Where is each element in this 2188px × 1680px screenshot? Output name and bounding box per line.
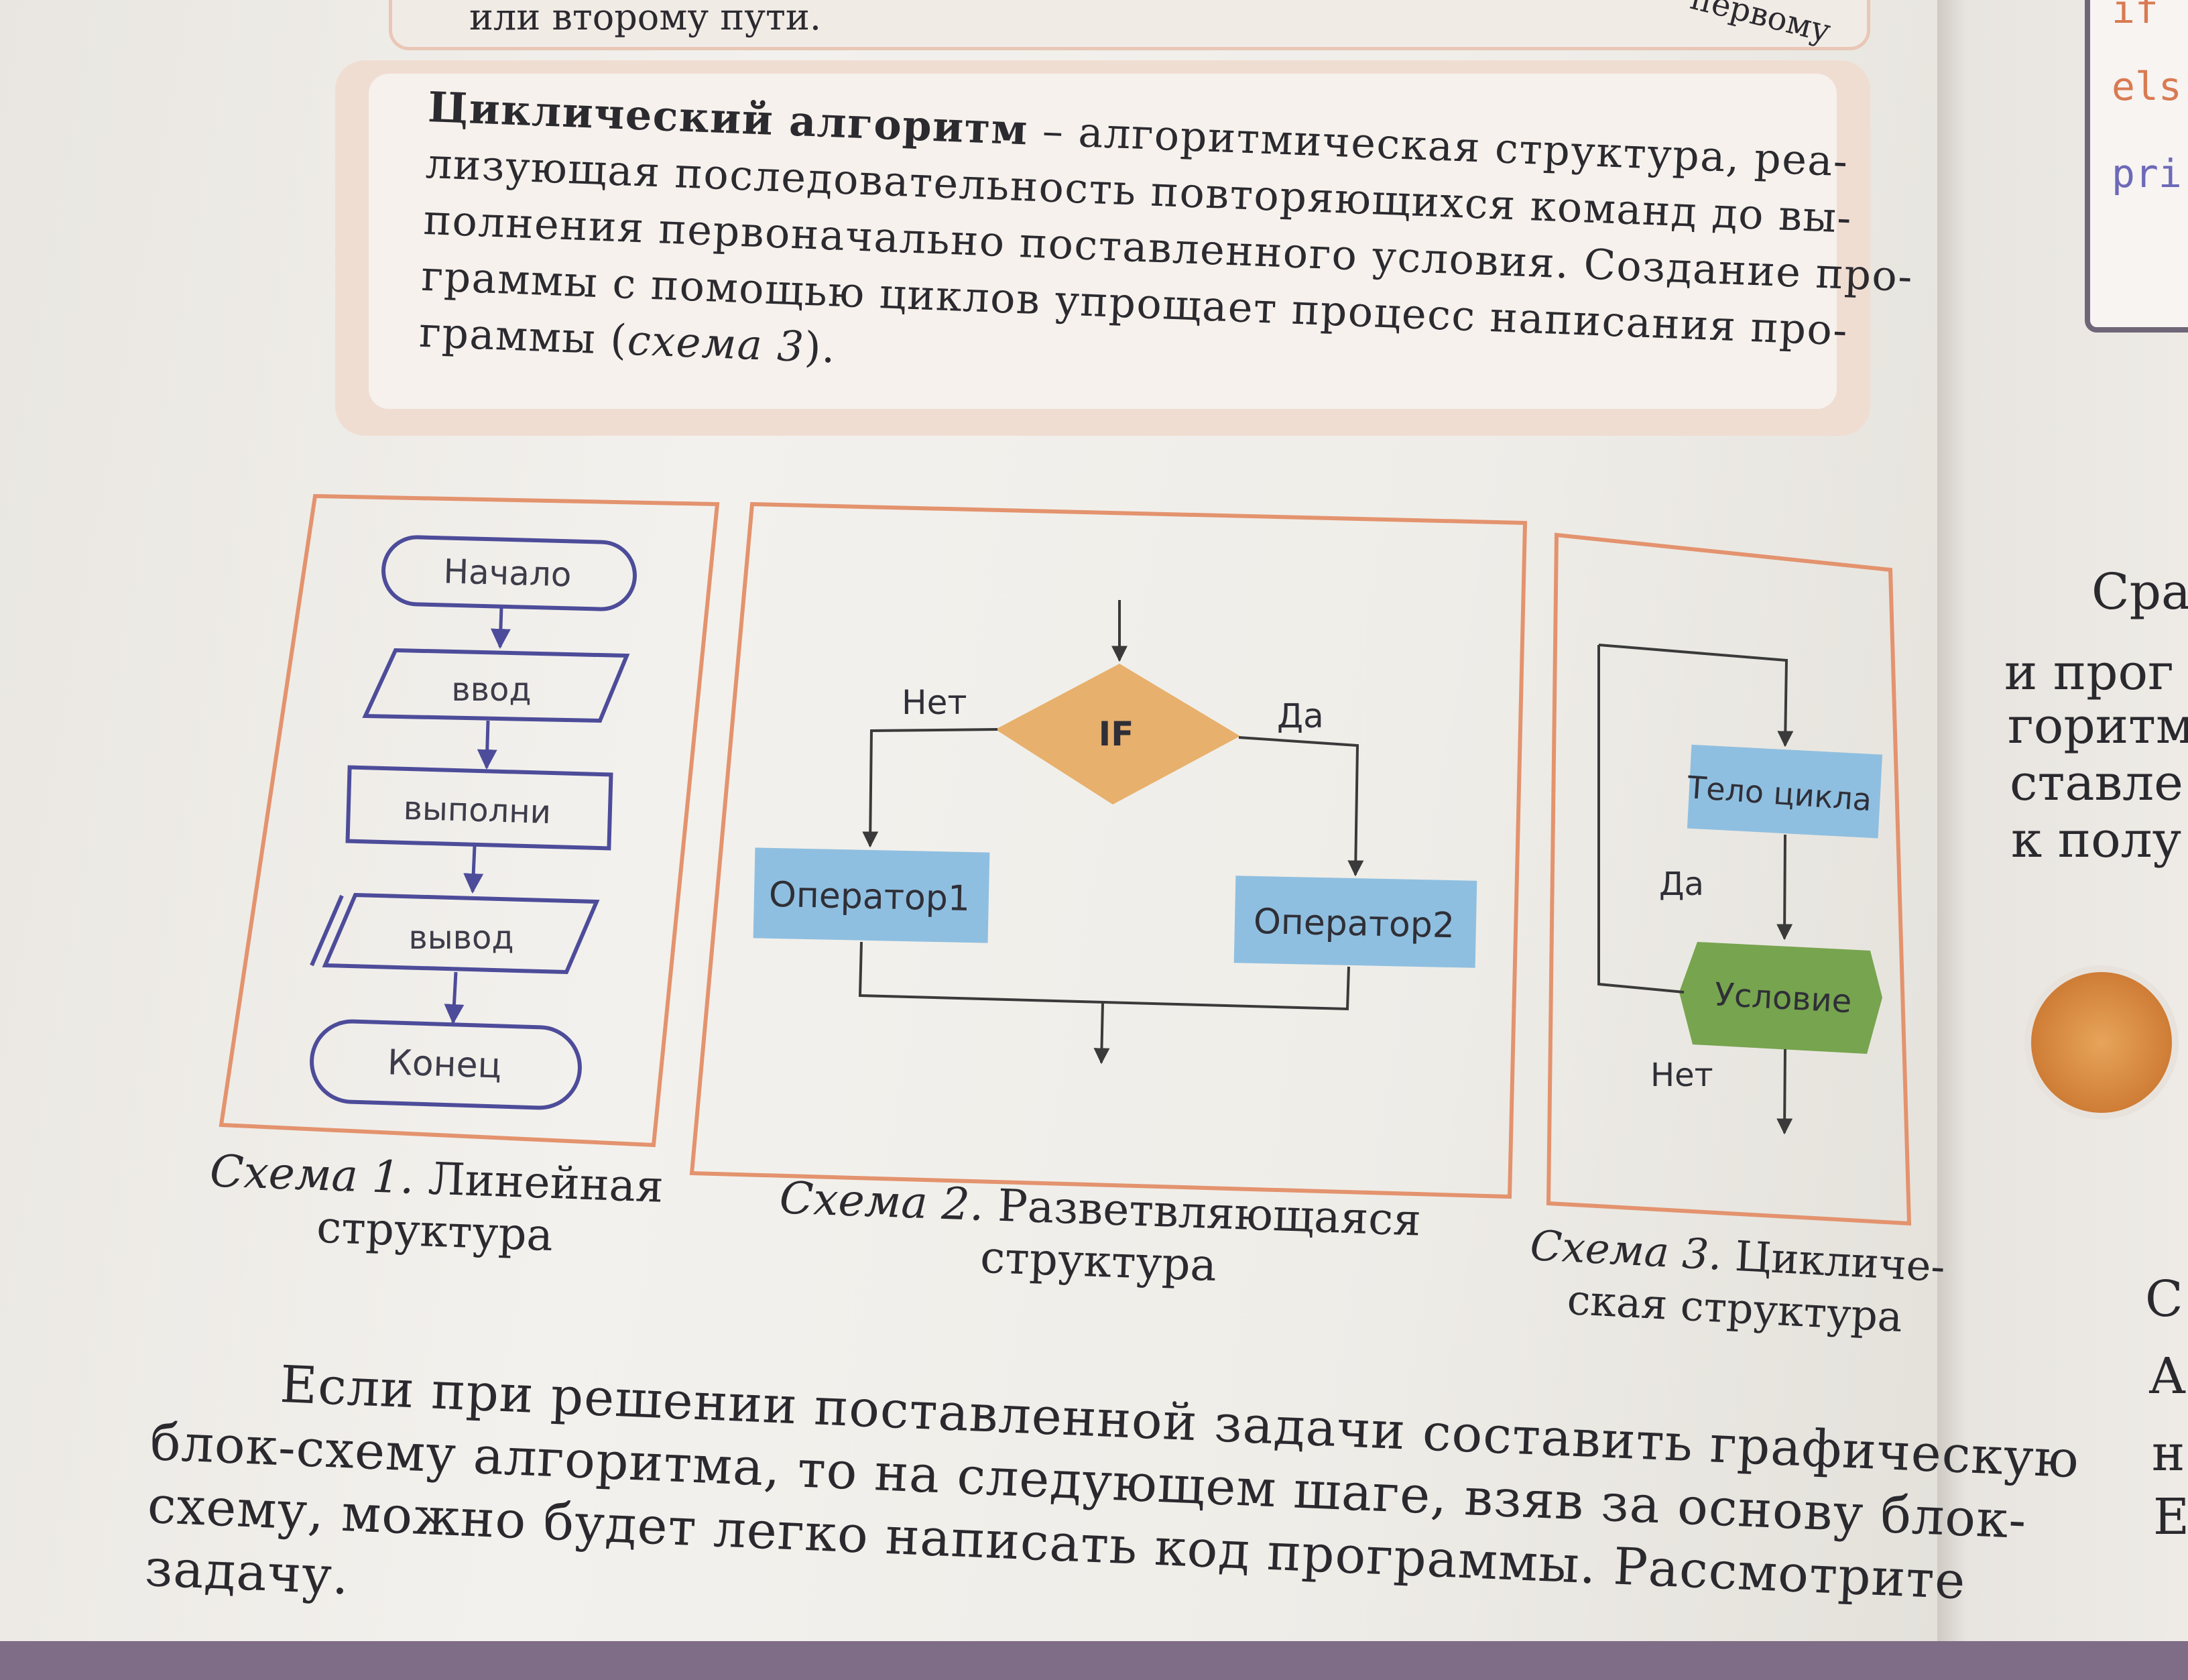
right-page-letter: Е	[2153, 1488, 2188, 1546]
previous-definition-box	[389, 0, 1870, 50]
operator1-block	[753, 847, 990, 943]
end-block	[310, 1019, 582, 1110]
execute-block	[345, 765, 613, 851]
code-line: if	[2112, 0, 2159, 32]
flowchart-diagrams: Начало ввод выполни вывод Конец IF Нет Д…	[219, 493, 1912, 1226]
scheme3-cyclic: Тело цикла Да Условие Нет	[1597, 644, 1883, 1135]
right-page-line: к полу	[2011, 811, 2182, 869]
yes-label: Да	[1659, 865, 1704, 903]
input-block	[362, 648, 630, 723]
condition-block	[1679, 942, 1882, 1054]
loop-body-block	[1687, 744, 1883, 839]
output-block	[322, 892, 600, 975]
previous-text: или второму пути.	[469, 0, 822, 38]
yes-label: Да	[1277, 697, 1324, 735]
condition-label: Условие	[1713, 976, 1852, 1021]
definition-box-inner	[369, 74, 1837, 409]
scheme2-branching: IF Нет Да Оператор1 Оператор2	[753, 600, 1477, 1065]
execute-label: выполни	[403, 790, 552, 831]
scheme1-caption: Схема 1. Линейная структура	[208, 1145, 664, 1262]
code-line: els	[2112, 64, 2182, 109]
no-label: Нет	[1650, 1057, 1713, 1094]
scheme3-caption: Схема 3. Цикличе- ская структура	[1528, 1220, 1947, 1341]
right-page-line: Сра	[2091, 563, 2188, 621]
if-label: IF	[1099, 715, 1134, 754]
operator2-label: Оператор2	[1253, 902, 1455, 946]
operator2-block	[1233, 876, 1477, 968]
if-diamond	[995, 664, 1240, 804]
start-block	[381, 535, 637, 611]
start-label: Начало	[443, 552, 572, 594]
right-page-line: ставле	[2010, 754, 2183, 812]
code-line: pri	[2112, 151, 2182, 196]
section-badge-icon	[2024, 965, 2179, 1120]
input-label: ввод	[451, 671, 531, 709]
end-label: Конец	[387, 1042, 502, 1086]
right-page-letter: А	[2148, 1347, 2187, 1405]
right-page-line: горитм	[2008, 697, 2188, 755]
right-page-line: и прог	[2004, 644, 2174, 701]
output-label: вывод	[408, 919, 513, 957]
code-example-frame	[2085, 0, 2188, 333]
right-page-letter: С	[2145, 1270, 2183, 1328]
scheme1-frame	[219, 493, 720, 1148]
right-page-letter: н	[2152, 1425, 2185, 1482]
operator1-label: Оператор1	[768, 875, 970, 919]
scheme3-frame	[1546, 532, 1912, 1226]
scheme1-linear: Начало ввод выполни вывод Конец	[310, 535, 637, 1110]
scheme2-frame	[689, 501, 1528, 1199]
no-label: Нет	[902, 683, 967, 722]
